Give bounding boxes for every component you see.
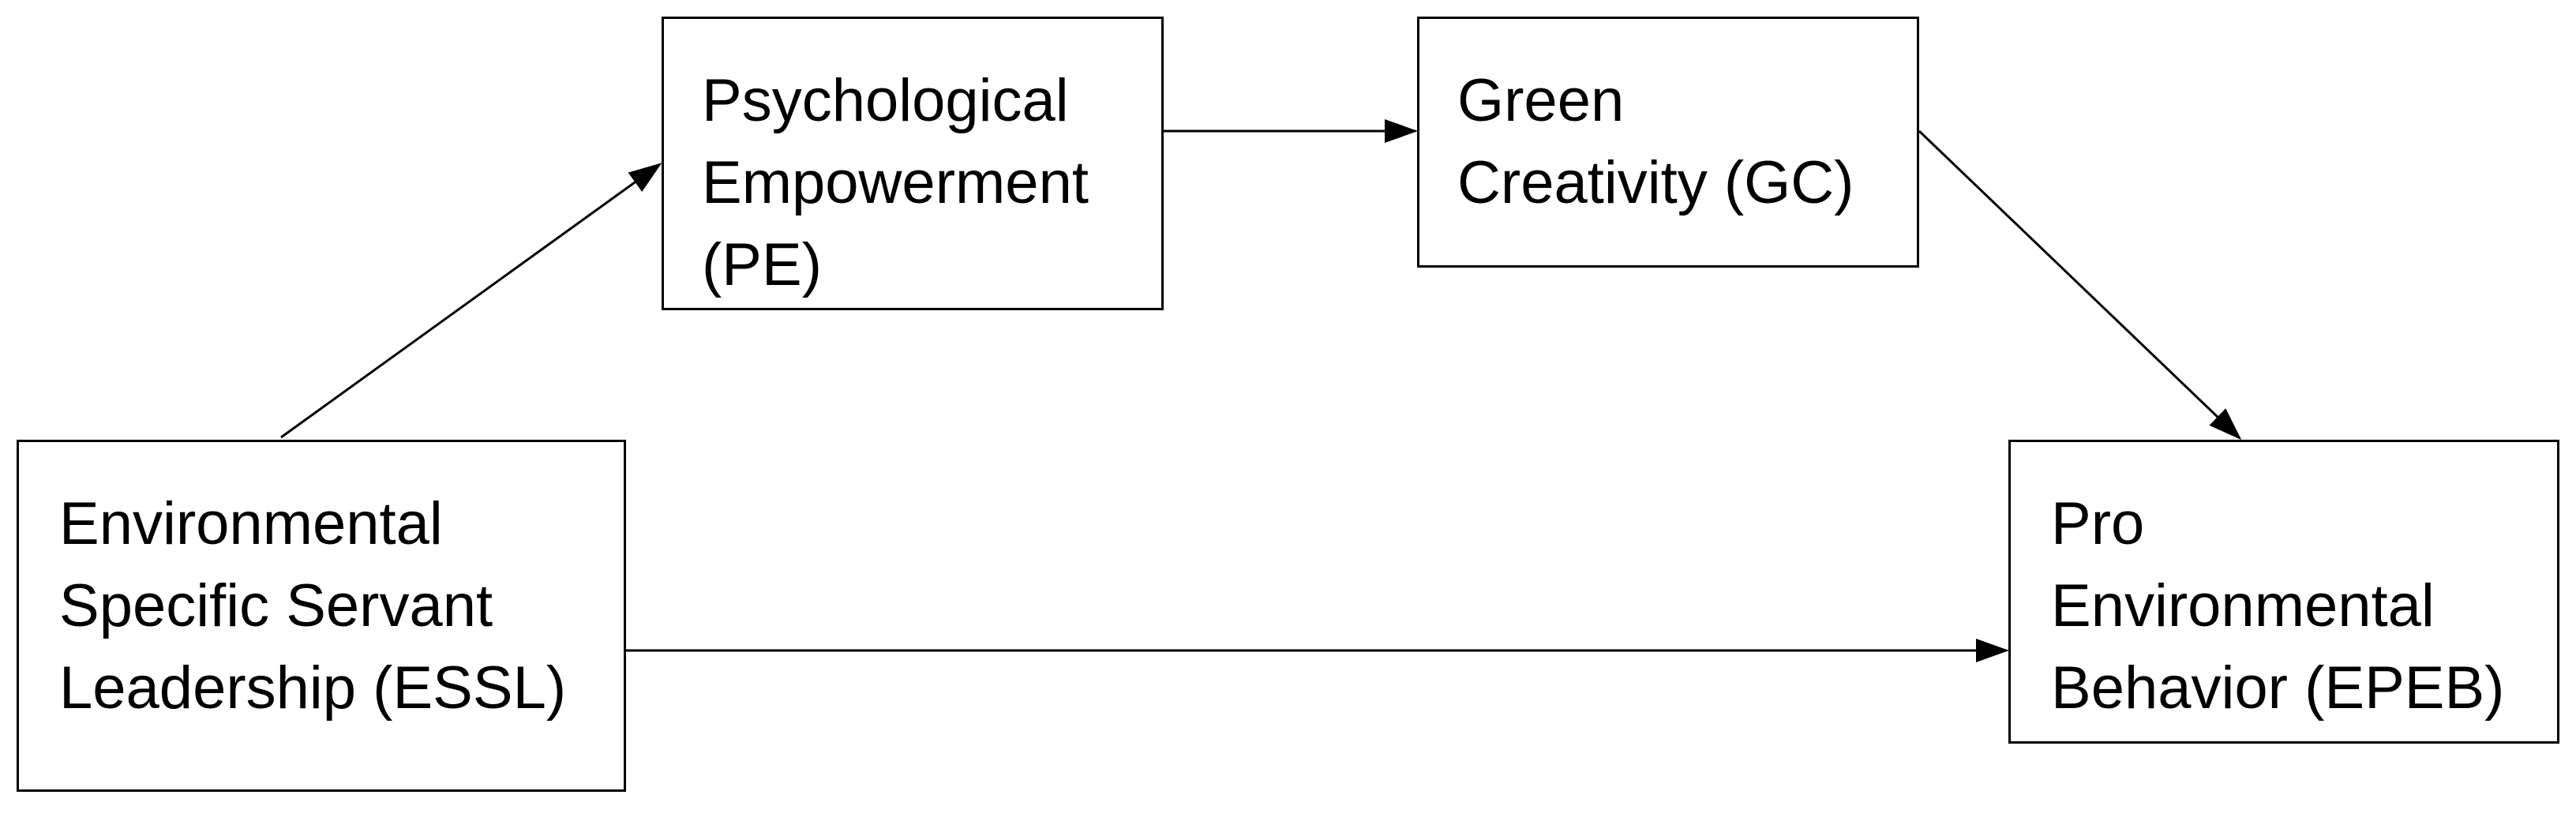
node-psychological-empowerment: Psychological Empowerment (PE) — [662, 17, 1164, 310]
node-label-line: Environmental — [2051, 572, 2435, 639]
node-label-line: Psychological — [702, 67, 1069, 134]
node-green-creativity: Green Creativity (GC) — [1417, 17, 1919, 268]
node-label-line: Creativity (GC) — [1457, 149, 1854, 216]
node-pro-environmental-behavior: Pro Environmental Behavior (EPEB) — [2008, 440, 2559, 744]
edge-essl-to-pe — [280, 163, 662, 439]
node-label-line: Behavior (EPEB) — [2051, 654, 2505, 722]
node-label-line: Pro — [2051, 490, 2145, 557]
node-label: Green Creativity (GC) — [1457, 60, 1854, 224]
node-label-line: Leadership (ESSL) — [59, 654, 567, 722]
node-label-line: Environmental — [59, 490, 443, 557]
edge-gc-to-epeb — [1918, 129, 2242, 440]
node-label-line: Empowerment — [702, 149, 1089, 216]
node-label-line: Green — [1457, 67, 1625, 134]
node-label-line: (PE) — [702, 231, 822, 298]
node-label-line: Specific Servant — [59, 572, 493, 639]
node-label: Psychological Empowerment (PE) — [702, 60, 1089, 306]
node-environmental-specific-servant-leadership: Environmental Specific Servant Leadershi… — [17, 440, 626, 792]
node-label: Environmental Specific Servant Leadershi… — [59, 483, 566, 729]
node-label: Pro Environmental Behavior (EPEB) — [2051, 483, 2504, 729]
